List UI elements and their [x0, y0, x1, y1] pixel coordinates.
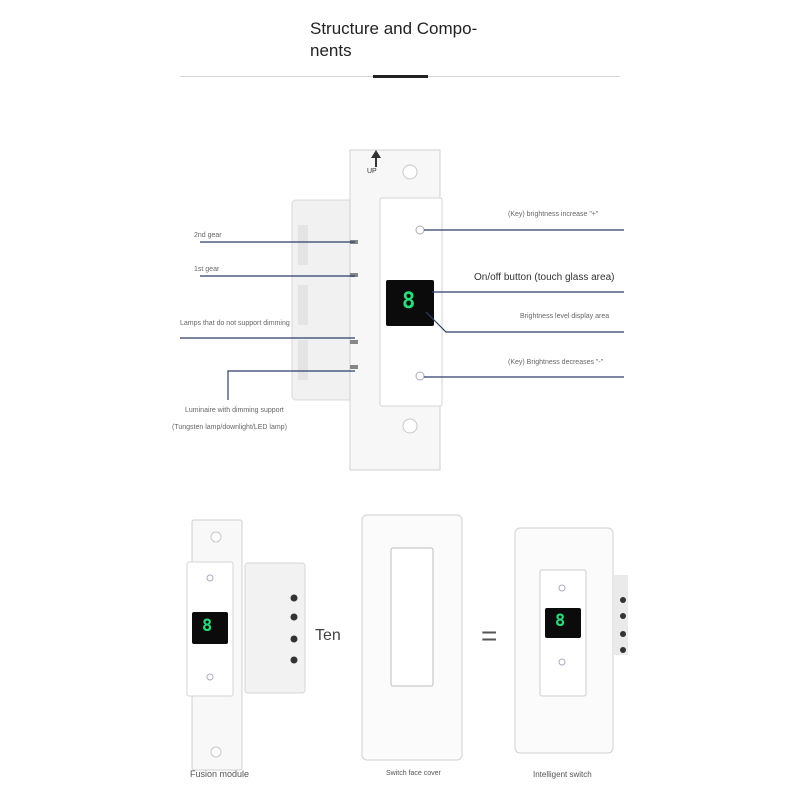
fusion-module-graphic: [186, 519, 306, 771]
gear1-label: 1st gear: [194, 266, 220, 273]
leader-lines: [180, 229, 624, 400]
luminaire-types-label: (Tungsten lamp/downlight/LED lamp): [172, 424, 287, 431]
key-decrease-label: (Key) Brightness decreases "-": [508, 359, 604, 366]
page-title: Structure and Compo- nents: [310, 19, 478, 60]
intelligent-switch-caption: Intelligent switch: [533, 770, 592, 779]
key-increase-label: (Key) brightness increase "+": [508, 211, 599, 218]
switch-display-digit: 8: [555, 611, 566, 631]
equals-sign: =: [481, 620, 498, 651]
face-cover-graphic: [361, 514, 463, 761]
front-face: [379, 197, 443, 407]
face-cover-caption: Switch face cover: [386, 770, 441, 777]
gear2-label: 2nd gear: [194, 232, 222, 239]
fusion-module-caption: Fusion module: [190, 769, 250, 779]
intelligent-switch-graphic: [514, 527, 628, 754]
title-divider-accent: [373, 75, 428, 78]
plus-word: Ten: [315, 627, 341, 644]
brightness-display-label: Brightness level display area: [520, 313, 610, 320]
display-digit: 8: [402, 289, 416, 314]
lamps-no-dimming-label: Lamps that do not support dimming: [180, 320, 290, 327]
up-label: UP: [367, 168, 377, 175]
luminaire-dimming-label: Luminaire with dimming support: [185, 407, 284, 414]
fusion-display-digit: 8: [202, 616, 213, 636]
onoff-button-label: On/off button (touch glass area): [474, 272, 615, 283]
